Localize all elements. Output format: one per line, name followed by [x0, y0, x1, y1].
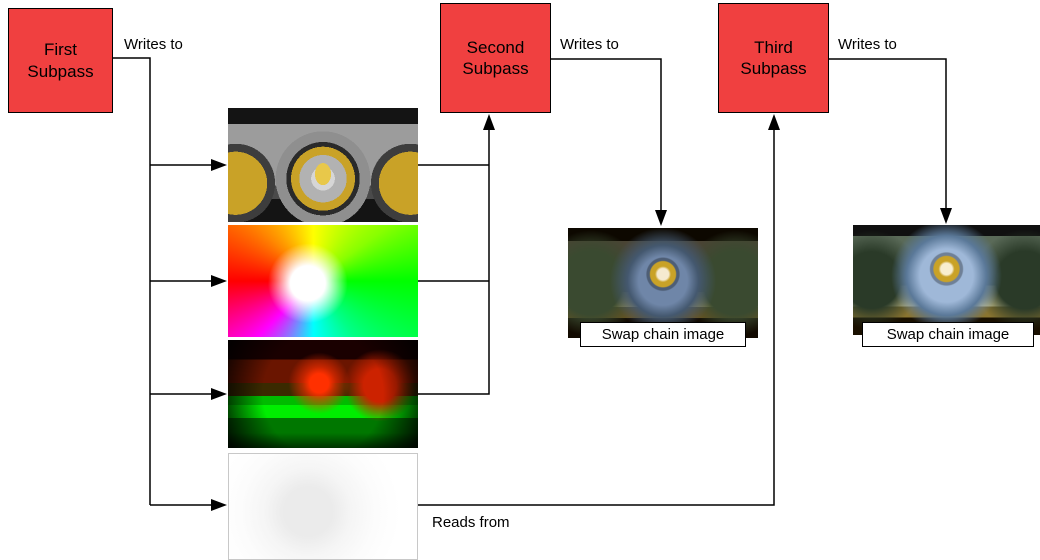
normal-attachment-image — [228, 225, 418, 337]
swap-chain-image-2 — [853, 225, 1040, 335]
position-attachment-image — [228, 340, 418, 448]
swap-chain-image-1 — [568, 228, 758, 338]
arrowhead-down-icon — [655, 210, 667, 226]
first-subpass-node: First Subpass — [8, 8, 113, 113]
arrowhead-right-icon — [211, 499, 227, 511]
arrowhead-up-icon — [483, 114, 495, 130]
arrowhead-down-icon — [940, 208, 952, 224]
arrowhead-right-icon — [211, 388, 227, 400]
first-subpass-label: First Subpass — [27, 40, 94, 81]
third-subpass-node: Third Subpass — [718, 3, 829, 113]
arrowhead-up-icon — [768, 114, 780, 130]
albedo-attachment-image — [228, 108, 418, 222]
reads-from-label: Reads from — [430, 514, 512, 531]
arrowhead-right-icon — [211, 159, 227, 171]
second-subpass-label: Second Subpass — [462, 37, 529, 78]
swap-chain-image-1-label: Swap chain image — [580, 322, 746, 347]
writes-to-label-second: Writes to — [558, 36, 621, 53]
second-subpass-node: Second Subpass — [440, 3, 551, 113]
swap-chain-image-2-label: Swap chain image — [862, 322, 1034, 347]
writes-to-label-third: Writes to — [836, 36, 899, 53]
writes-to-label-first: Writes to — [122, 36, 185, 53]
depth-attachment-image — [228, 453, 418, 560]
arrowhead-right-icon — [211, 275, 227, 287]
third-subpass-label: Third Subpass — [740, 37, 807, 78]
